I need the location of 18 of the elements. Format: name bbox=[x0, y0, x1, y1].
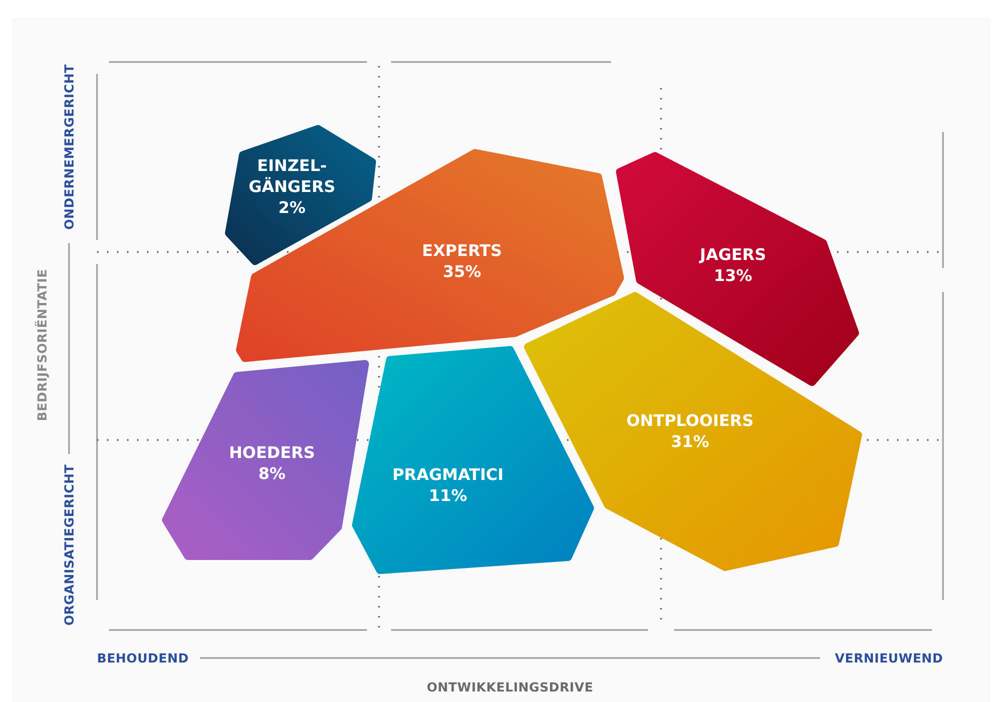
segment-name: HOEDERS bbox=[228, 442, 316, 463]
axis-label: ORGANISATIEGERICHT bbox=[62, 464, 76, 626]
segment-percentage: 35% bbox=[442, 261, 482, 282]
segment-percentage: 31% bbox=[670, 431, 710, 452]
segment-percentage: 8% bbox=[257, 463, 287, 484]
axis-label: VERNIEUWEND bbox=[834, 650, 943, 666]
segment-percentage: 2% bbox=[277, 197, 307, 218]
segment-name: ONTPLOOIERS bbox=[625, 410, 755, 431]
segment-name: EINZEL- GÄNGERS bbox=[248, 155, 336, 197]
segment-name: PRAGMATICI bbox=[391, 464, 505, 485]
segment-percentage: 11% bbox=[428, 485, 468, 506]
segment-percentage: 13% bbox=[712, 265, 754, 286]
segment-name: EXPERTS bbox=[421, 240, 503, 261]
axis-label: ONDERNEMERGERICHT bbox=[62, 64, 76, 230]
axis-title: ONTWIKKELINGSDRIVE bbox=[426, 680, 594, 694]
segment-name: JAGERS bbox=[698, 244, 768, 265]
axis-label: BEHOUDEND bbox=[97, 650, 189, 666]
axis-title: BEDRIJFSORIËNTATIE bbox=[34, 268, 50, 422]
